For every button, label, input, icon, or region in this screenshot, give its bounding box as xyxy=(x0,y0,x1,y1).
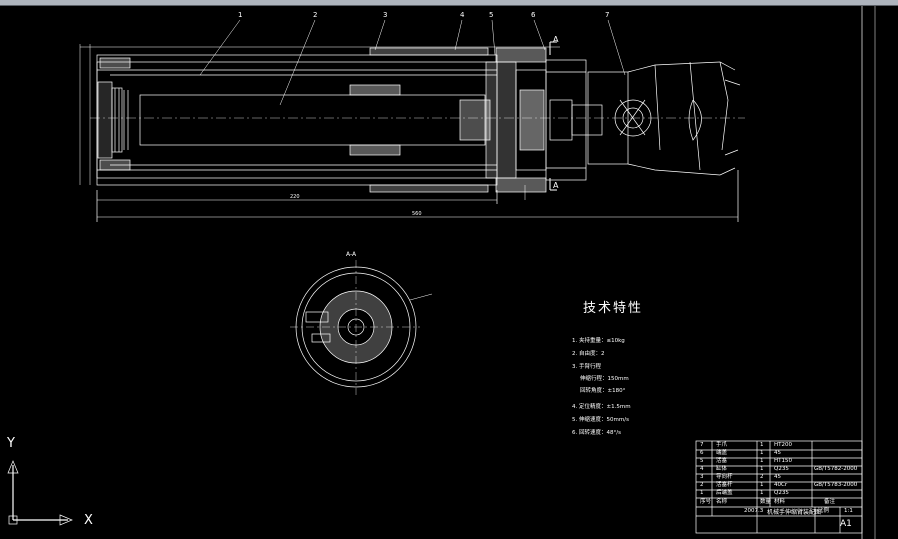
tech-item-3a: 伸缩行程：150mm xyxy=(580,376,629,382)
tech-item-6: 6. 回转速度：48°/s xyxy=(572,430,621,436)
title-block-no-cell: 7 xyxy=(700,442,704,448)
tech-item-3b: 回转角度：±180° xyxy=(580,388,626,394)
title-block-sheet: A1 xyxy=(840,519,852,529)
title-block-qty-cell: 2 xyxy=(760,474,764,480)
title-block-material-cell: 45 xyxy=(774,450,781,456)
title-block-standard-cell: GB/T5783-2000 xyxy=(814,482,858,488)
title-block[interactable] xyxy=(695,440,863,534)
dim-short: 220 xyxy=(290,194,300,200)
title-block-qty-cell: 1 xyxy=(760,490,764,496)
section-view-a-a[interactable] xyxy=(290,260,433,395)
title-block-no-cell: 6 xyxy=(700,450,704,456)
title-block-material-cell: 40Cr xyxy=(774,482,788,488)
main-assembly-view[interactable] xyxy=(79,19,745,222)
ucs-y-label: Y xyxy=(7,436,15,451)
title-block-no-cell: 3 xyxy=(700,474,704,480)
title-block-qty-cell: 1 xyxy=(760,442,764,448)
section-view-label: A-A xyxy=(346,251,357,258)
ucs-icon xyxy=(7,460,73,526)
title-block-qty-cell: 1 xyxy=(760,482,764,488)
title-block-no-cell: 4 xyxy=(700,466,704,472)
title-block-name-cell: 后端盖 xyxy=(716,490,733,496)
title-block-qty-cell: 1 xyxy=(760,458,764,464)
title-block-standard-cell: GB/T5782-2000 xyxy=(814,466,858,472)
title-block-material-cell: HT200 xyxy=(774,442,792,448)
title-block-header-material: 材料 xyxy=(774,499,786,505)
dim-long: 560 xyxy=(412,211,422,217)
title-block-no-cell: 2 xyxy=(700,482,704,488)
section-mark-bottom: A xyxy=(553,181,559,190)
tech-item-1: 1. 夹持重量：≤10kg xyxy=(572,338,625,344)
callout-5: 5 xyxy=(489,11,494,19)
title-block-no-cell: 5 xyxy=(700,458,704,464)
tech-item-4: 4. 定位精度：±1.5mm xyxy=(572,404,631,410)
title-block-name-cell: 手爪 xyxy=(716,442,728,448)
tech-item-2: 2. 自由度：2 xyxy=(572,351,605,357)
title-block-qty-cell: 1 xyxy=(760,450,764,456)
callout-2: 2 xyxy=(313,11,318,19)
title-block-header-standard: 备注 xyxy=(824,499,836,505)
title-block-date: 2007.3 xyxy=(744,508,764,514)
title-block-drawing-title: 机械手伸缩臂装配图 xyxy=(767,509,822,516)
title-block-name-cell: 端盖 xyxy=(716,450,728,456)
tech-item-3: 3. 手臂行程 xyxy=(572,364,601,370)
window-top-separator xyxy=(0,5,898,6)
tech-item-5: 5. 伸缩速度：50mm/s xyxy=(572,417,629,423)
title-block-scale: 1:1 xyxy=(844,508,853,514)
callout-7: 7 xyxy=(605,11,610,19)
callout-1: 1 xyxy=(238,11,243,19)
ucs-x-label: X xyxy=(84,513,93,528)
title-block-qty-cell: 1 xyxy=(760,466,764,472)
title-block-name-cell: 导向杆 xyxy=(716,474,733,480)
callout-3: 3 xyxy=(383,11,388,19)
title-block-material-cell: 45 xyxy=(774,474,781,480)
window-top-bar xyxy=(0,0,898,5)
title-block-name-cell: 活塞 xyxy=(716,458,728,464)
title-block-name-cell: 缸体 xyxy=(716,466,728,472)
title-block-material-cell: Q235 xyxy=(774,466,789,472)
callout-4: 4 xyxy=(460,11,465,19)
title-block-material-cell: Q235 xyxy=(774,490,789,496)
title-block-name-cell: 活塞杆 xyxy=(716,482,733,488)
title-block-header-qty: 数量 xyxy=(760,499,772,505)
title-block-header-no: 序号 xyxy=(700,499,712,505)
title-block-material-cell: HT150 xyxy=(774,458,792,464)
callout-6: 6 xyxy=(531,11,536,19)
title-block-no-cell: 1 xyxy=(700,490,704,496)
title-block-scale-label: 比例 xyxy=(818,508,830,514)
title-block-header-name: 名称 xyxy=(716,499,728,505)
section-mark-top: A xyxy=(553,35,559,44)
tech-spec-title: 技术特性 xyxy=(583,301,644,316)
